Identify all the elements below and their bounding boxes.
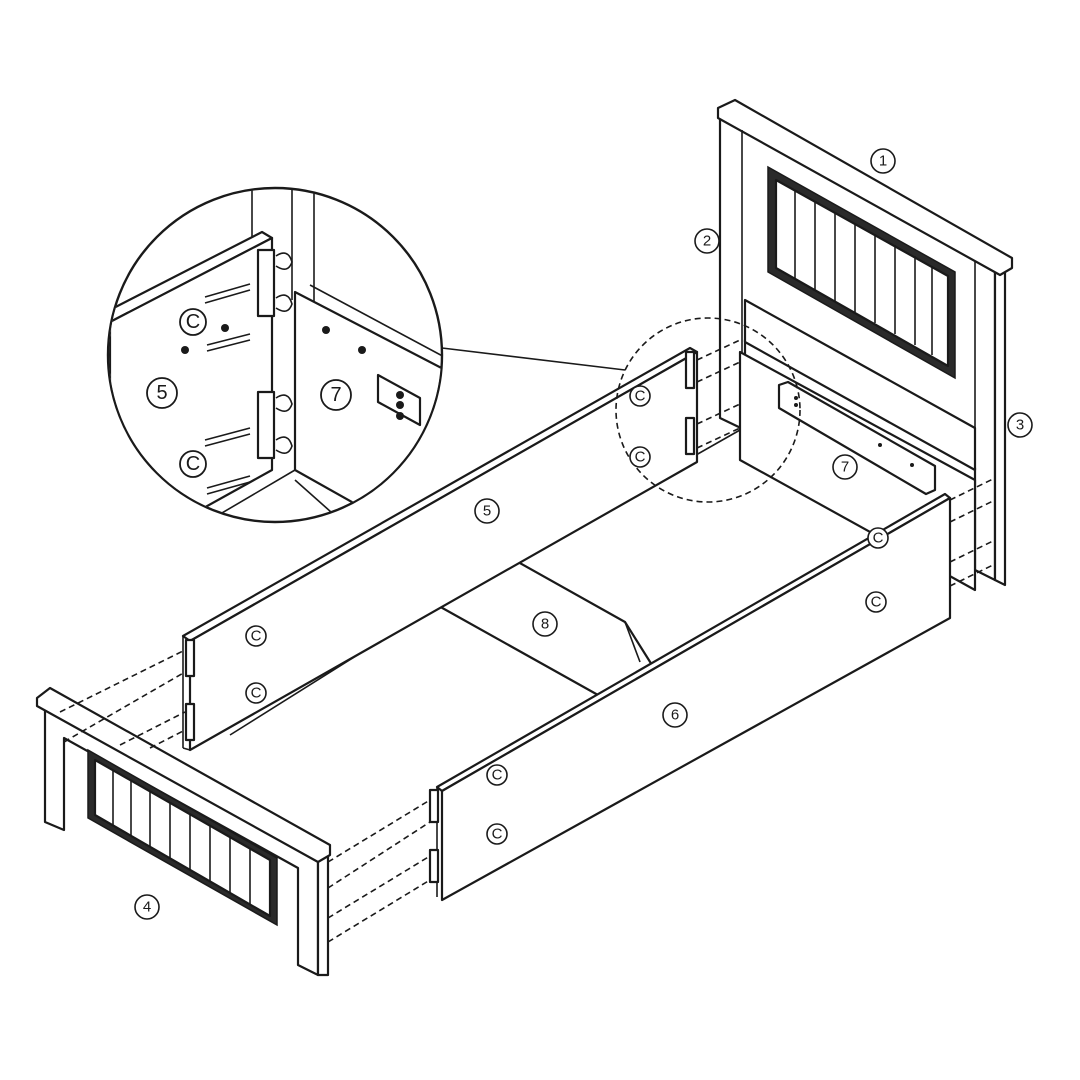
svg-text:C: C xyxy=(635,449,646,466)
footboard xyxy=(35,686,332,977)
detail-leader-line xyxy=(441,347,626,371)
svg-text:C: C xyxy=(492,767,503,784)
svg-text:C: C xyxy=(635,388,646,405)
headboard xyxy=(716,98,1014,587)
svg-text:3: 3 xyxy=(1016,417,1024,434)
svg-text:5: 5 xyxy=(483,503,491,520)
part-label-6: 6 xyxy=(662,702,688,728)
inset-hardware-label-c: C xyxy=(179,308,207,336)
part-label-4: 4 xyxy=(134,894,160,920)
part-label-1: 1 xyxy=(870,148,896,174)
svg-text:C: C xyxy=(871,594,882,611)
svg-text:1: 1 xyxy=(879,153,887,170)
svg-text:C: C xyxy=(873,530,884,547)
hardware-label-c: C xyxy=(486,823,508,845)
part-label-5: 5 xyxy=(474,498,500,524)
hardware-label-c: C xyxy=(486,764,508,786)
detail-callout-circle xyxy=(615,317,801,503)
svg-text:C: C xyxy=(251,685,262,702)
svg-text:7: 7 xyxy=(330,384,341,406)
alignment-lines xyxy=(59,339,996,943)
part-label-2: 2 xyxy=(694,228,720,254)
svg-text:6: 6 xyxy=(671,707,679,724)
svg-text:C: C xyxy=(186,453,200,475)
part-label-3: 3 xyxy=(1007,412,1033,438)
svg-text:C: C xyxy=(492,826,503,843)
detail-inset xyxy=(106,186,444,524)
inset-hardware-label-c: C xyxy=(179,450,207,478)
part-label-7: 7 xyxy=(832,454,858,480)
inset-part-label-7: 7 xyxy=(320,379,352,411)
hardware-label-c: C xyxy=(245,625,267,647)
hardware-label-c: C xyxy=(865,591,887,613)
svg-text:C: C xyxy=(251,628,262,645)
side-rail-left xyxy=(181,346,699,752)
hardware-label-c: C xyxy=(629,446,651,468)
svg-text:5: 5 xyxy=(156,382,167,404)
part-label-8: 8 xyxy=(532,611,558,637)
hardware-label-c: C xyxy=(867,527,889,549)
svg-text:7: 7 xyxy=(841,459,849,476)
side-rail-right xyxy=(428,492,952,902)
hardware-label-c: C xyxy=(629,385,651,407)
svg-text:8: 8 xyxy=(541,616,549,633)
hardware-label-c: C xyxy=(245,682,267,704)
svg-text:C: C xyxy=(186,311,200,333)
svg-text:4: 4 xyxy=(143,899,151,916)
svg-text:2: 2 xyxy=(703,233,711,250)
inset-part-label-5: 5 xyxy=(146,377,178,409)
